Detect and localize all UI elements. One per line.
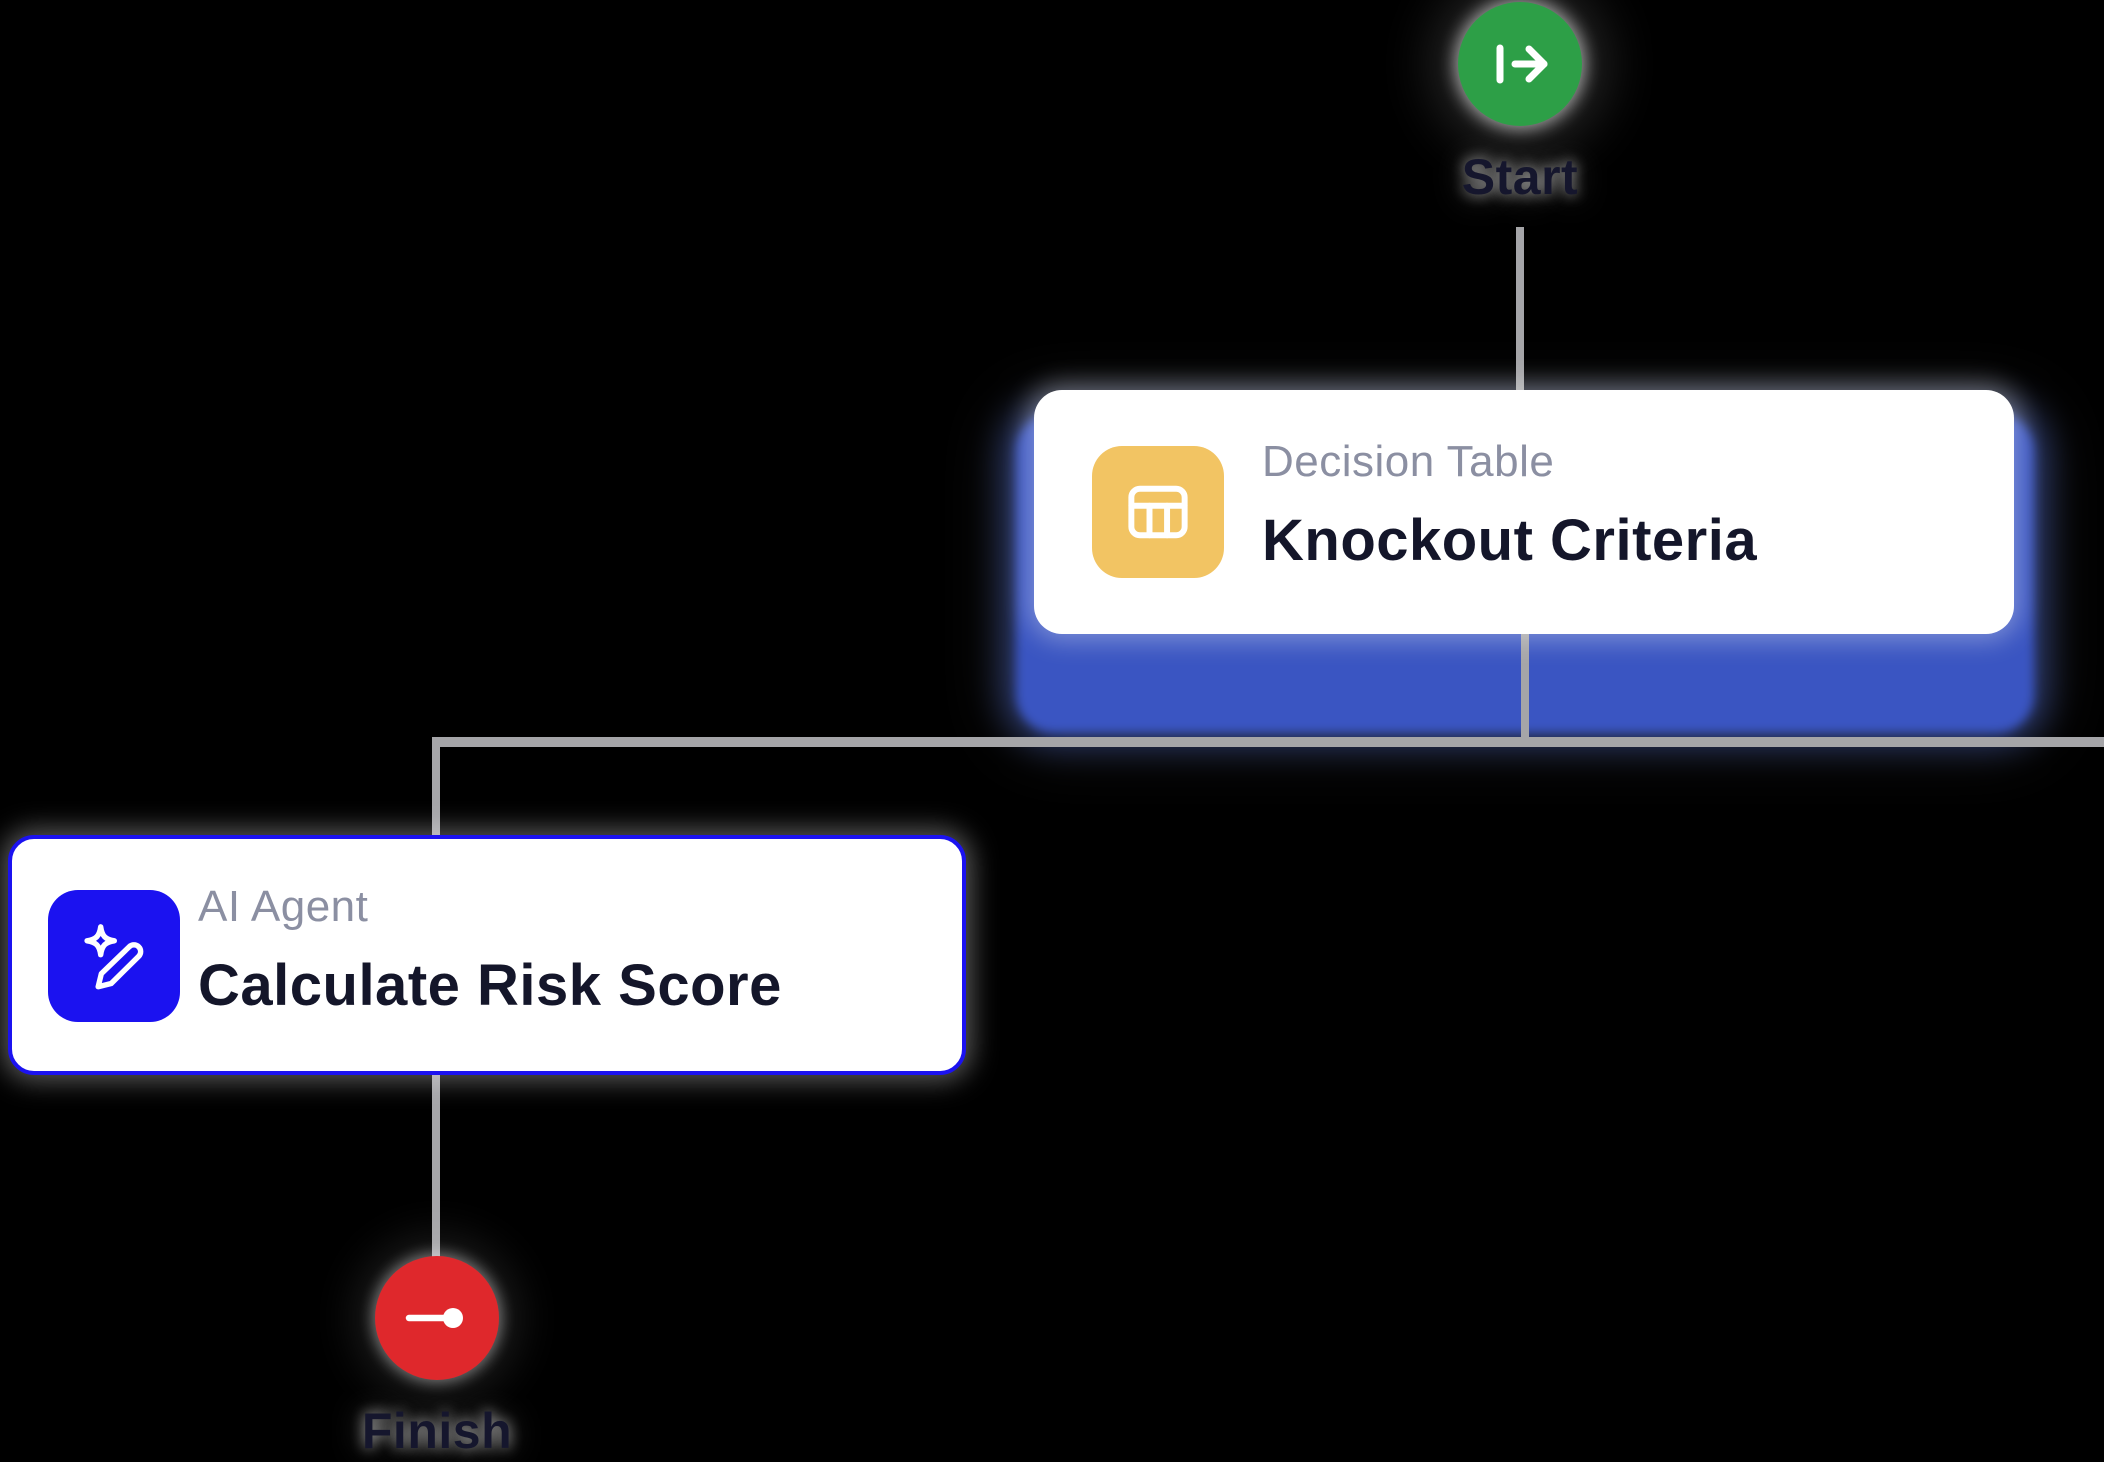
ai-agent-title: Calculate Risk Score	[198, 953, 782, 1018]
ai-agent-icon-badge	[48, 890, 180, 1022]
edge-start-to-decision	[1516, 227, 1524, 392]
sparkle-pencil-icon	[84, 924, 144, 990]
table-grid-icon	[1128, 485, 1188, 539]
edge-ai-agent-to-finish	[432, 1075, 440, 1258]
decision-table-icon-badge	[1092, 446, 1224, 578]
decision-table-type-label: Decision Table	[1262, 437, 1555, 486]
edge-branch-horizontal	[432, 737, 2104, 747]
ai-agent-type-label: AI Agent	[198, 882, 369, 931]
finish-node-label: Finish	[361, 1403, 513, 1459]
start-arrow-icon	[1496, 44, 1548, 84]
ai-agent-node[interactable]: AI Agent Calculate Risk Score	[8, 835, 966, 1075]
decision-table-node[interactable]: Decision Table Knockout Criteria	[1034, 390, 2014, 634]
finish-node[interactable]	[375, 1256, 499, 1380]
edge-decision-to-branch	[1521, 634, 1529, 747]
decision-table-title: Knockout Criteria	[1262, 508, 1758, 573]
start-node-label: Start	[1461, 149, 1579, 205]
start-node[interactable]	[1458, 2, 1582, 126]
edge-branch-to-ai-agent	[432, 737, 440, 837]
finish-dot-icon	[405, 1308, 463, 1328]
